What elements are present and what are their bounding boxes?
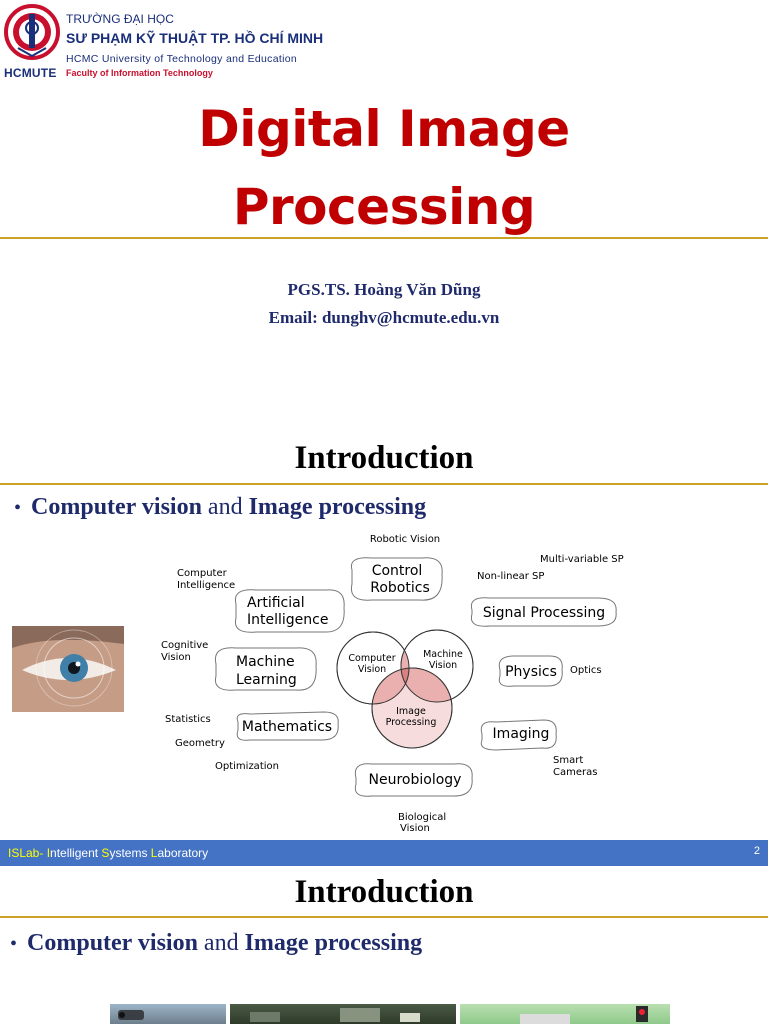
label-multivariable-sp: Multi-variable SP	[540, 554, 624, 565]
bullet-term-image-processing: Image processing	[244, 930, 423, 956]
label-nonlinear-sp: Non-linear SP	[477, 571, 544, 582]
label-optics: Optics	[570, 665, 602, 676]
label-imaging: Imaging	[493, 726, 550, 742]
label-control: Control	[372, 563, 423, 579]
label-biological-vision: Vision	[400, 823, 430, 834]
label-artificial: Artificial	[247, 595, 305, 611]
label-optimization: Optimization	[215, 761, 279, 772]
footer-letter-i: I	[46, 846, 51, 860]
label-image-processing-1: Image	[396, 706, 426, 717]
label-smart: Smart	[553, 755, 583, 766]
label-learning: Learning	[236, 672, 297, 688]
slide-3-title: Introduction	[294, 874, 474, 910]
bullet-conjunction: and	[197, 930, 245, 956]
label-ai-intelligence: Intelligence	[247, 612, 328, 628]
label-machine-vision-2: Vision	[429, 660, 457, 671]
label-computer: Computer	[177, 568, 228, 579]
footer-word-aboratory: aboratory	[157, 846, 209, 860]
label-neurobiology: Neurobiology	[369, 772, 462, 788]
thumbnail-traffic-scene	[230, 1004, 456, 1024]
label-robotics: Robotics	[370, 580, 430, 596]
bubble-mathematics	[236, 711, 339, 741]
label-mathematics: Mathematics	[242, 719, 332, 735]
bullet-term-computer-vision: Computer vision	[31, 494, 202, 520]
bubble-signal-processing	[470, 597, 617, 627]
label-signal-processing: Signal Processing	[483, 605, 605, 621]
footer-word-ntelligent: ntelligent	[50, 846, 102, 860]
logo-wordmark: HCMUTE	[4, 66, 57, 80]
footer-lab-name: ISLab- Intelligent Systems Laboratory	[8, 846, 208, 860]
faculty-name: Faculty of Information Technology	[66, 68, 213, 78]
title-divider	[0, 237, 768, 239]
bullet-term-computer-vision: Computer vision	[27, 930, 198, 956]
slide-2-bullet: • Computer vision and Image processing	[14, 494, 426, 521]
footer-prefix: ISLab-	[8, 846, 44, 860]
bullet-conjunction: and	[201, 494, 249, 520]
label-cognitive: Cognitive	[161, 640, 208, 651]
bullet-dot-icon: •	[10, 933, 18, 955]
footer-letter-l: L	[150, 846, 158, 860]
thumbnail-road-simulation	[460, 1004, 670, 1024]
slide-3-bullet: • Computer vision and Image processing	[10, 930, 422, 957]
university-logo-icon	[4, 4, 60, 64]
title-line-1: Digital Image	[198, 100, 570, 158]
label-biological: Biological	[398, 812, 446, 823]
label-intelligence: Intelligence	[177, 580, 235, 591]
bullet-dot-icon: •	[14, 497, 22, 519]
page-number: 2	[753, 845, 760, 857]
slide-3-divider	[0, 916, 768, 918]
label-statistics: Statistics	[165, 714, 211, 725]
footer-letter-s: S	[101, 846, 110, 860]
bubble-artificial-intelligence	[234, 589, 345, 633]
bubble-machine-learning	[214, 647, 317, 691]
label-computer-vision-1: Computer	[348, 653, 395, 664]
presentation-title: Digital Image Processing	[0, 90, 768, 246]
label-image-processing-2: Processing	[386, 717, 437, 728]
thumbnail-camera-photo	[110, 1004, 226, 1024]
author-name: PGS.TS. Hoàng Văn Dũng	[287, 280, 481, 299]
label-physics: Physics	[505, 664, 557, 680]
footer-bar	[0, 840, 768, 866]
label-geometry: Geometry	[175, 738, 225, 749]
label-machine: Machine	[236, 654, 295, 670]
slide-2-title: Introduction	[294, 440, 474, 476]
label-robotic-vision: Robotic Vision	[370, 534, 440, 545]
footer-word-ystems: ystems	[109, 846, 151, 860]
title-line-2: Processing	[232, 178, 536, 236]
label-machine-vision-1: Machine	[423, 649, 463, 660]
cv-diagram: Computer Vision Machine Vision Image Pro…	[161, 534, 624, 834]
bubble-imaging	[480, 719, 557, 751]
bullet-term-image-processing: Image processing	[248, 494, 427, 520]
label-cameras: Cameras	[553, 767, 597, 778]
author-email: Email: dunghv@hcmute.edu.vn	[268, 308, 500, 327]
bubble-neurobiology	[354, 763, 473, 797]
bubble-control-robotics	[350, 557, 443, 601]
university-name-english: HCMC University of Technology and Educat…	[66, 53, 297, 65]
university-name-line2: SƯ PHẠM KỸ THUẬT TP. HỒ CHÍ MINH	[66, 30, 324, 46]
label-cognitive-vision: Vision	[161, 652, 191, 663]
slide-2-divider	[0, 483, 768, 485]
eye-photo	[12, 626, 124, 712]
label-computer-vision-2: Vision	[358, 664, 386, 675]
university-name-line1: TRƯỜNG ĐẠI HỌC	[66, 12, 174, 26]
bubble-physics	[498, 655, 563, 687]
